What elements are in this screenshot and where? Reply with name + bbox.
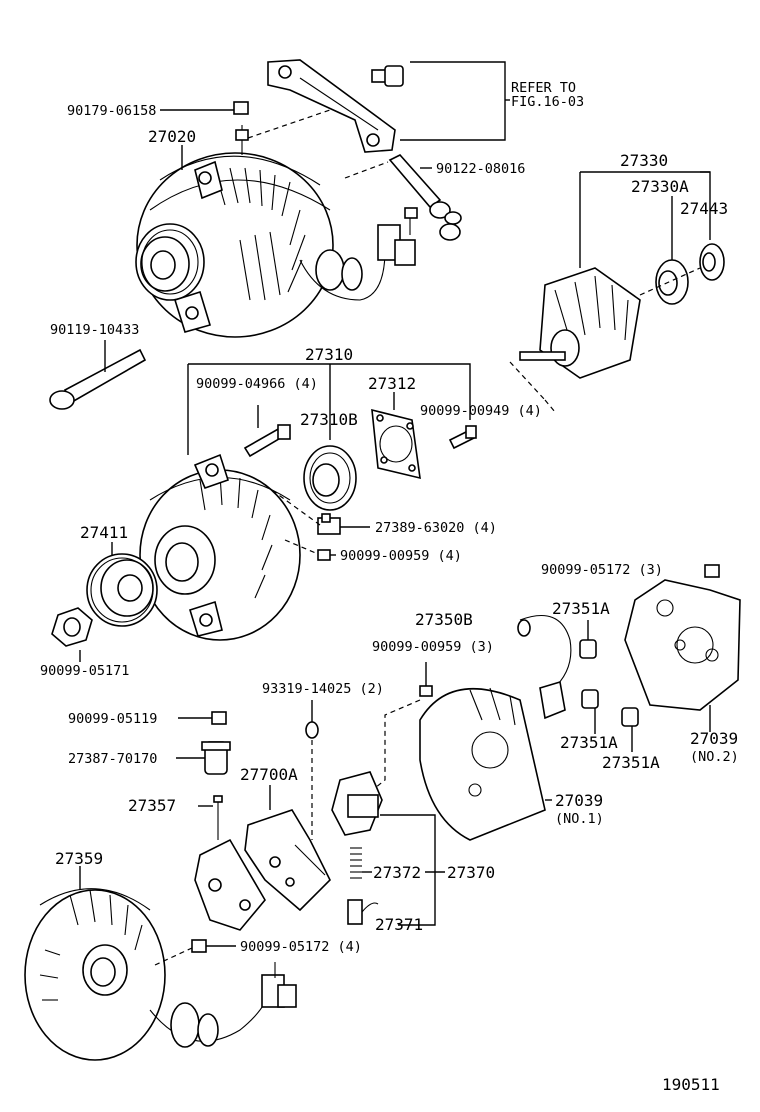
- label-90122-08016: 90122-08016: [436, 161, 525, 177]
- nut-90099-05171: [51, 607, 93, 662]
- nut-90099-05172-3: [704, 564, 720, 578]
- screw-90099-00949: [448, 425, 477, 450]
- brush-holder-27370: [331, 771, 383, 836]
- screw-90099-00959-4: [317, 549, 336, 561]
- label-90099-05172-4: 90099-05172 (4): [240, 939, 362, 955]
- bearing-27310B: [303, 445, 357, 511]
- label-27310B: 27310B: [300, 410, 358, 429]
- label-27370: 27370: [447, 863, 495, 882]
- label-90179-06158: 90179-06158: [67, 103, 156, 119]
- label-90099-05119: 90099-05119: [68, 711, 157, 727]
- stud-bolt-90122-08016: [388, 154, 462, 241]
- mounting-bracket: [267, 59, 396, 153]
- label-27039-no2-sub: (NO.2): [690, 749, 739, 765]
- bearing-27330A: [655, 259, 689, 305]
- wire-27350B: [517, 615, 572, 720]
- label-27351A-right: 27351A: [602, 753, 660, 772]
- screw-90099-04966: [243, 424, 291, 458]
- label-27039-no1-sub: (NO.1): [555, 811, 604, 827]
- alternator-assembly-27020: [135, 125, 418, 338]
- bolt-refer: [371, 65, 404, 87]
- pulley-27411: [86, 553, 158, 627]
- label-27310: 27310: [305, 345, 353, 364]
- label-27371: 27371: [375, 915, 423, 934]
- brush-27371: [347, 899, 379, 925]
- label-27020: 27020: [148, 127, 196, 146]
- rear-end-frame-27039-no1: [419, 687, 552, 841]
- label-27411: 27411: [80, 523, 128, 542]
- bushing-27387-70170: [176, 741, 231, 775]
- label-93319-14025: 93319-14025 (2): [262, 681, 384, 697]
- label-90099-04966: 90099-04966 (4): [196, 376, 318, 392]
- figure-number: 190511: [662, 1075, 720, 1094]
- cover-27443: [699, 243, 725, 281]
- label-27372: 27372: [373, 863, 421, 882]
- label-27330A: 27330A: [631, 177, 689, 196]
- label-90099-00949: 90099-00949 (4): [420, 403, 542, 419]
- insulator-27389-63020: [317, 513, 370, 535]
- regulator-27700A: [244, 809, 331, 912]
- label-27357: 27357: [128, 796, 176, 815]
- screw-90099-00959-3: [419, 662, 433, 697]
- nut-90179-06158: [160, 101, 249, 115]
- label-27359: 27359: [55, 849, 103, 868]
- clip-93319-14025: [305, 700, 319, 739]
- label-27387-70170: 27387-70170: [68, 751, 157, 767]
- insulator-27351A-c: [621, 707, 639, 727]
- nut-90099-05119: [178, 711, 227, 725]
- plate-27312: [371, 408, 421, 480]
- rear-cover-27039-no2: [624, 579, 741, 732]
- label-27443: 27443: [680, 199, 728, 218]
- insulator-27351A-a: [579, 639, 597, 659]
- label-90099-00959-3: 90099-00959 (3): [372, 639, 494, 655]
- nut-90099-05172-4: [191, 939, 236, 953]
- label-27350B: 27350B: [415, 610, 473, 629]
- rotor-27330: [509, 267, 641, 413]
- label-27330: 27330: [620, 151, 668, 170]
- spring-27372: [350, 847, 372, 879]
- label-90099-00959-4: 90099-00959 (4): [340, 548, 462, 564]
- label-27389-63020: 27389-63020 (4): [375, 520, 497, 536]
- drive-end-frame-27310: [139, 453, 301, 641]
- label-90099-05172-3: 90099-05172 (3): [541, 562, 663, 578]
- label-27039-no1: 27039: [555, 791, 603, 810]
- label-90099-05171: 90099-05171: [40, 663, 129, 679]
- label-refer-to: REFER TO: [511, 80, 576, 96]
- bolt-90119-10433: [49, 340, 147, 410]
- label-27351A-top: 27351A: [552, 599, 610, 618]
- label-27312: 27312: [368, 374, 416, 393]
- label-refer-fig: FIG.16-03: [511, 94, 584, 110]
- rear-housing-27359: [24, 866, 297, 1061]
- label-90119-10433: 90119-10433: [50, 322, 139, 338]
- rectifier-27357: [194, 795, 266, 931]
- label-27039-no2: 27039: [690, 729, 738, 748]
- label-27700A: 27700A: [240, 765, 298, 784]
- label-27351A-mid: 27351A: [560, 733, 618, 752]
- insulator-27351A-b: [581, 689, 599, 709]
